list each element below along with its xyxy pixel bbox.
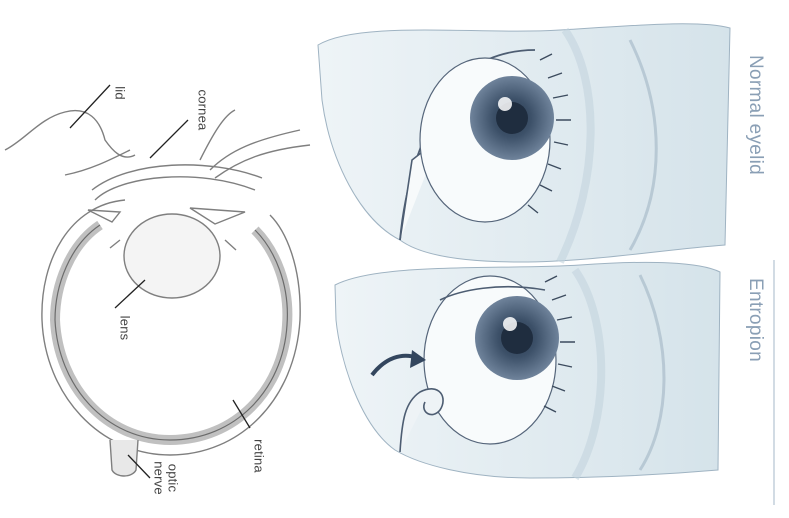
lid-contour <box>5 111 135 157</box>
lens-pointer <box>115 280 145 308</box>
label-nerve: nerve <box>152 461 166 495</box>
eye-cross-section <box>5 85 310 478</box>
entropion-illustration <box>335 262 720 478</box>
title-normal-eyelid: Normal eyelid <box>744 55 766 175</box>
lid-pointer <box>70 85 110 128</box>
normal-eyelid-illustration <box>318 24 730 262</box>
label-lid: lid <box>113 86 128 100</box>
label-lens: lens <box>118 316 133 341</box>
lid-fold <box>65 150 130 175</box>
title-entropion: Entropion <box>744 278 766 362</box>
label-optic-nerve: optic nerve <box>152 461 179 495</box>
optic-nerve <box>110 440 138 476</box>
iris-left <box>88 210 120 222</box>
label-retina: retina <box>252 439 267 473</box>
cornea-pointer <box>150 120 188 158</box>
label-optic: optic <box>166 464 180 492</box>
label-cornea: cornea <box>196 90 211 131</box>
upper-lid-lines <box>200 110 310 178</box>
cornea <box>95 177 255 200</box>
